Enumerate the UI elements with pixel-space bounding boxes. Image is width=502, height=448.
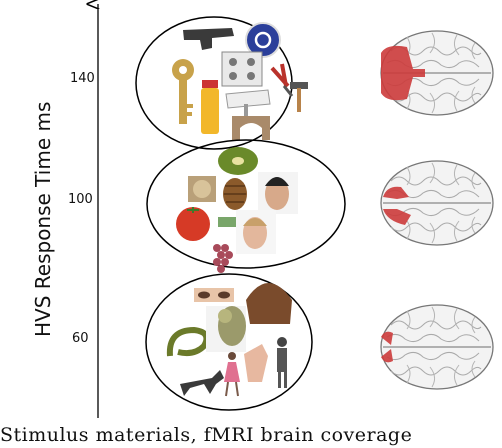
tick-label-60: 60 [72,331,89,346]
stove-icon [221,51,263,87]
lamp-icon [225,89,271,118]
lion-icon [188,176,216,202]
eyes-icon [194,288,234,302]
figure-caption: Stimulus materials, fMRI brain coverage [0,424,413,446]
stimulus-group-bottom [145,273,313,411]
pinecone-icon [223,178,247,210]
brain-coverage-middle [380,160,494,246]
y-axis-label: HVS Response Time ms [31,102,55,337]
snake-icon [166,326,210,357]
pistol-icon [183,28,234,50]
grapes-icon [213,244,233,273]
group-outline-middle [146,139,346,269]
tick-label-140: 140 [70,71,95,86]
hammer-icon [290,82,308,112]
walking-woman-icon [224,352,240,397]
stimulus-group-middle [146,139,346,273]
kiwi-icon [218,147,258,175]
hand-icon [244,344,268,382]
pliers-icon [270,63,294,97]
baboon-icon [206,306,246,352]
stimulus-group-top [135,16,308,150]
brain-coverage-top [380,30,494,116]
hair-icon [246,283,292,324]
key-icon [172,59,194,124]
group-outline-bottom [145,273,313,411]
woman-face-icon [236,210,276,254]
standing-man-icon [277,337,287,388]
tomato-icon [176,207,210,241]
arch-gate-icon [232,116,270,140]
tick-label-100: 100 [68,192,93,207]
man-face-icon [258,172,298,214]
baby-bottle-icon [201,80,219,134]
road-sign-icon [245,22,281,58]
dog-icon [180,370,224,396]
brain-coverage-bottom [380,304,494,390]
money-icon [218,217,236,227]
